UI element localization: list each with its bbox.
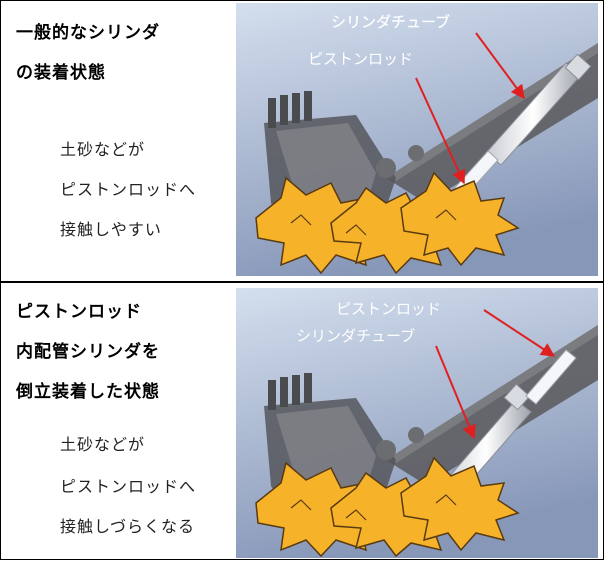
label-cylinder-tube: シリンダチューブ: [296, 327, 415, 345]
arrow-cylinder-tube: [435, 345, 476, 440]
bucket-tooth: [304, 91, 312, 121]
panel-title-line: ピストンロッド: [16, 302, 142, 322]
label-piston-rod: ピストンロッド: [336, 300, 441, 318]
panel-title-line: 内配管シリンダを: [16, 342, 160, 362]
arrow-piston-rod: [483, 309, 556, 357]
soil-burst-lines: [290, 209, 457, 236]
excavator-arm-top: [386, 325, 598, 463]
bucket-tooth: [268, 380, 276, 410]
panel-body-line: 土砂などが: [60, 435, 146, 454]
piston-rod: [525, 349, 577, 405]
excavator-arm-top: [386, 43, 598, 181]
soil-burst: [255, 171, 520, 275]
arrow-piston-rod: [415, 77, 466, 185]
panel-body-line: ピストンロッドへ: [60, 477, 197, 496]
label-piston-rod: ピストンロッド: [308, 50, 413, 68]
panel-body-line: 接触しづらくなる: [60, 517, 196, 536]
cylinder-end-cap: [564, 53, 592, 81]
bucket-tooth: [280, 377, 288, 407]
panel-body-line: 土砂などが: [60, 140, 146, 159]
bucket-tooth: [280, 95, 288, 125]
label-cylinder-tube: シリンダチューブ: [331, 13, 450, 31]
link-pin: [408, 427, 424, 443]
panel-body-line: ピストンロッドへ: [60, 180, 197, 199]
panel-divider: [0, 281, 604, 283]
panel-title-line: の装着状態: [16, 63, 106, 83]
panel-title-line: 倒立装着した状態: [16, 382, 160, 402]
arrow-cylinder-tube: [475, 32, 525, 100]
bucket-tooth: [268, 98, 276, 128]
panel-title-line: 一般的なシリンダ: [16, 23, 160, 43]
panel-inverted: ピストンロッド 内配管シリンダを 倒立装着した状態 土砂などが ピストンロッドへ…: [0, 283, 604, 560]
link-pin: [376, 158, 396, 178]
panel-body-line: 接触しやすい: [60, 220, 162, 239]
bucket-tooth: [292, 375, 300, 405]
cylinder-end-cap: [503, 383, 531, 411]
bucket-tooth: [292, 93, 300, 123]
excavator-illustration: シリンダチューブ ピストンロッド: [236, 3, 598, 276]
soil-burst-lines: [290, 494, 457, 521]
link-pin: [376, 440, 396, 460]
excavator-illustration: ピストンロッド シリンダチューブ: [236, 288, 598, 558]
soil-burst: [255, 456, 520, 558]
panel-conventional: 一般的なシリンダ の装着状態 土砂などが ピストンロッドへ 接触しやすい: [0, 0, 604, 281]
bucket-tooth: [304, 373, 312, 403]
link-pin: [408, 145, 424, 161]
